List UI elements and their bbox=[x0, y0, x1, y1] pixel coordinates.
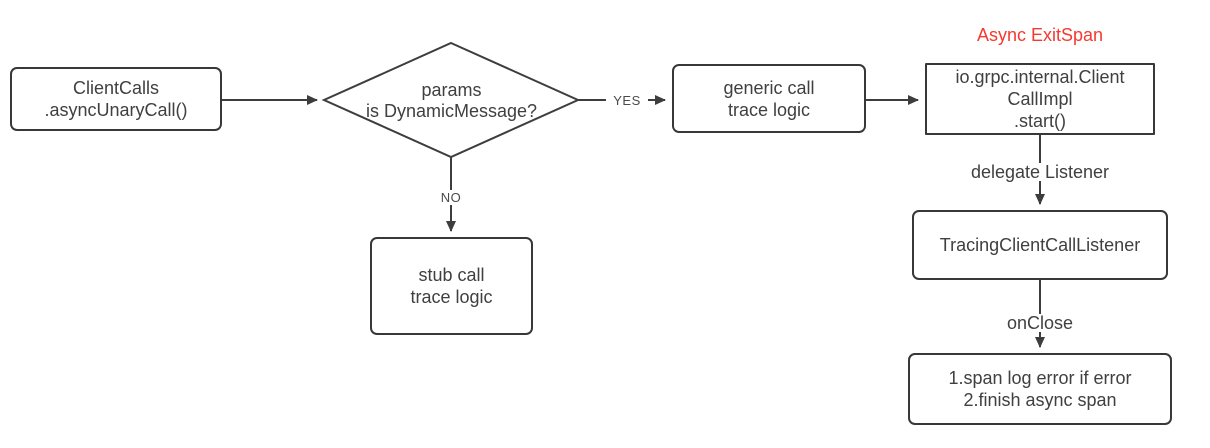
node-tracing-client-call-listener: TracingClientCallListener bbox=[912, 210, 1168, 280]
node-generic-call-trace-logic: generic call trace logic bbox=[672, 64, 866, 133]
edge-label-delegate-listener: delegate Listener bbox=[955, 163, 1125, 181]
annotation-async-exitspan: Async ExitSpan bbox=[976, 25, 1104, 45]
edge-label-yes: YES bbox=[606, 93, 648, 108]
edge-label-no: NO bbox=[433, 190, 469, 205]
edge-label-onclose: onClose bbox=[985, 314, 1095, 332]
node-stub-call-trace-logic: stub call trace logic bbox=[370, 237, 533, 335]
node-grpc-clientcallimpl-start: io.grpc.internal.Client CallImpl .start(… bbox=[925, 63, 1155, 135]
node-decision-params-dynamicmessage: params is DynamicMessage? bbox=[365, 80, 538, 121]
node-client-calls: ClientCalls .asyncUnaryCall() bbox=[10, 67, 222, 131]
node-onclose-actions: 1.span log error if error 2.finish async… bbox=[908, 353, 1172, 425]
